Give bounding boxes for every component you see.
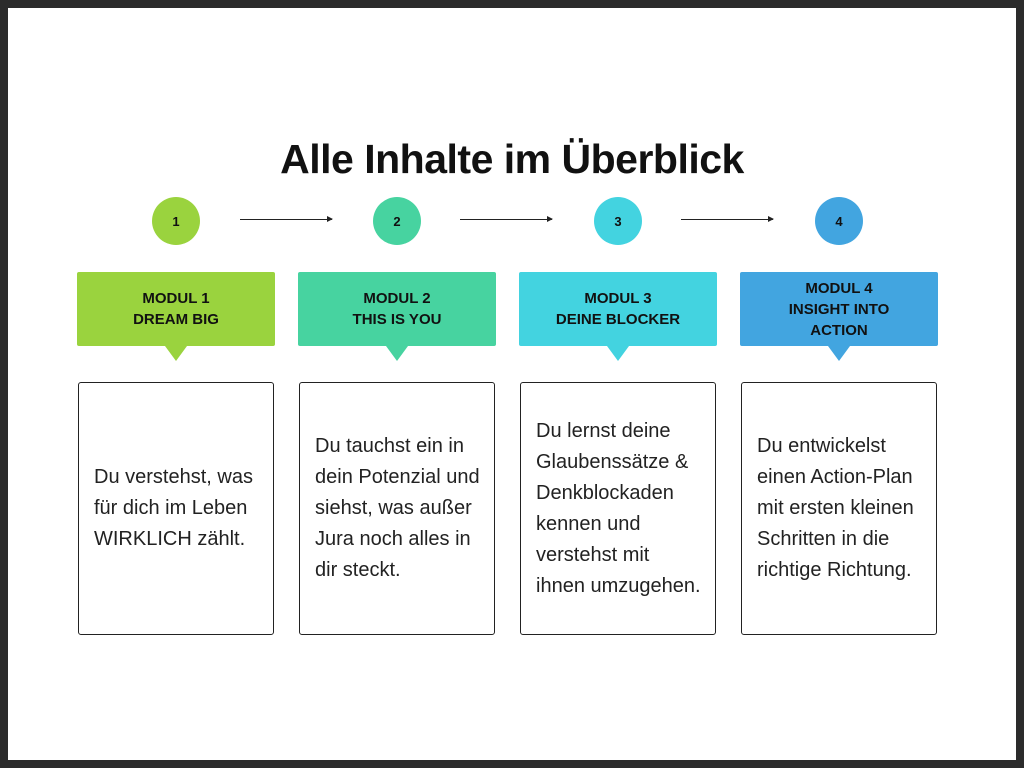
- arrow-2-to-3: [460, 216, 553, 222]
- module-4-header-line-1: MODUL 4: [805, 279, 873, 297]
- arrow-1-to-2: [240, 216, 333, 222]
- module-3-header: MODUL 3 DEINE BLOCKER: [519, 272, 717, 361]
- module-1-description-box: Du verstehst, was für dich im Leben WIRK…: [78, 382, 274, 635]
- module-1-description: Du verstehst, was für dich im Leben WIRK…: [94, 466, 253, 550]
- module-1-header-line-1: MODUL 1: [142, 290, 210, 307]
- module-4-header: MODUL 4 INSIGHT INTO ACTION: [740, 272, 938, 361]
- module-1-header: MODUL 1 DREAM BIG: [77, 272, 275, 361]
- module-3-header-line-2: DEINE BLOCKER: [555, 311, 681, 328]
- step-2-circle: 2: [373, 197, 421, 245]
- module-2-header-line-1: MODUL 2: [363, 290, 431, 307]
- module-2-header-line-2: THIS IS YOU: [352, 311, 442, 328]
- module-3-description: Du lernst deine Glaubenssätze & Denkbloc…: [536, 419, 701, 597]
- arrow-3-to-4: [681, 216, 774, 222]
- module-4-description-box: Du entwickelst einen Action-Plan mit ers…: [741, 382, 937, 635]
- step-1-circle: 1: [152, 197, 200, 245]
- page-title: Alle Inhalte im Überblick: [280, 136, 744, 182]
- module-2-description-box: Du tauchst ein in dein Potenzial und sie…: [299, 382, 495, 635]
- step-4-circle: 4: [815, 197, 863, 245]
- module-2-header: MODUL 2 THIS IS YOU: [298, 272, 496, 361]
- module-4-header-line-2: INSIGHT INTO: [788, 300, 890, 318]
- module-3-header-line-1: MODUL 3: [584, 290, 652, 307]
- step-3-circle: 3: [594, 197, 642, 245]
- module-4-description: Du entwickelst einen Action-Plan mit ers…: [757, 435, 914, 581]
- module-3-description-box: Du lernst deine Glaubenssätze & Denkbloc…: [520, 382, 716, 635]
- module-4-header-line-3: ACTION: [810, 321, 868, 339]
- module-2-description: Du tauchst ein in dein Potenzial und sie…: [315, 435, 480, 581]
- slide: Alle Inhalte im Überblick 1 2 3 4 MODUL …: [8, 8, 1016, 760]
- module-1-header-line-2: DREAM BIG: [133, 311, 219, 328]
